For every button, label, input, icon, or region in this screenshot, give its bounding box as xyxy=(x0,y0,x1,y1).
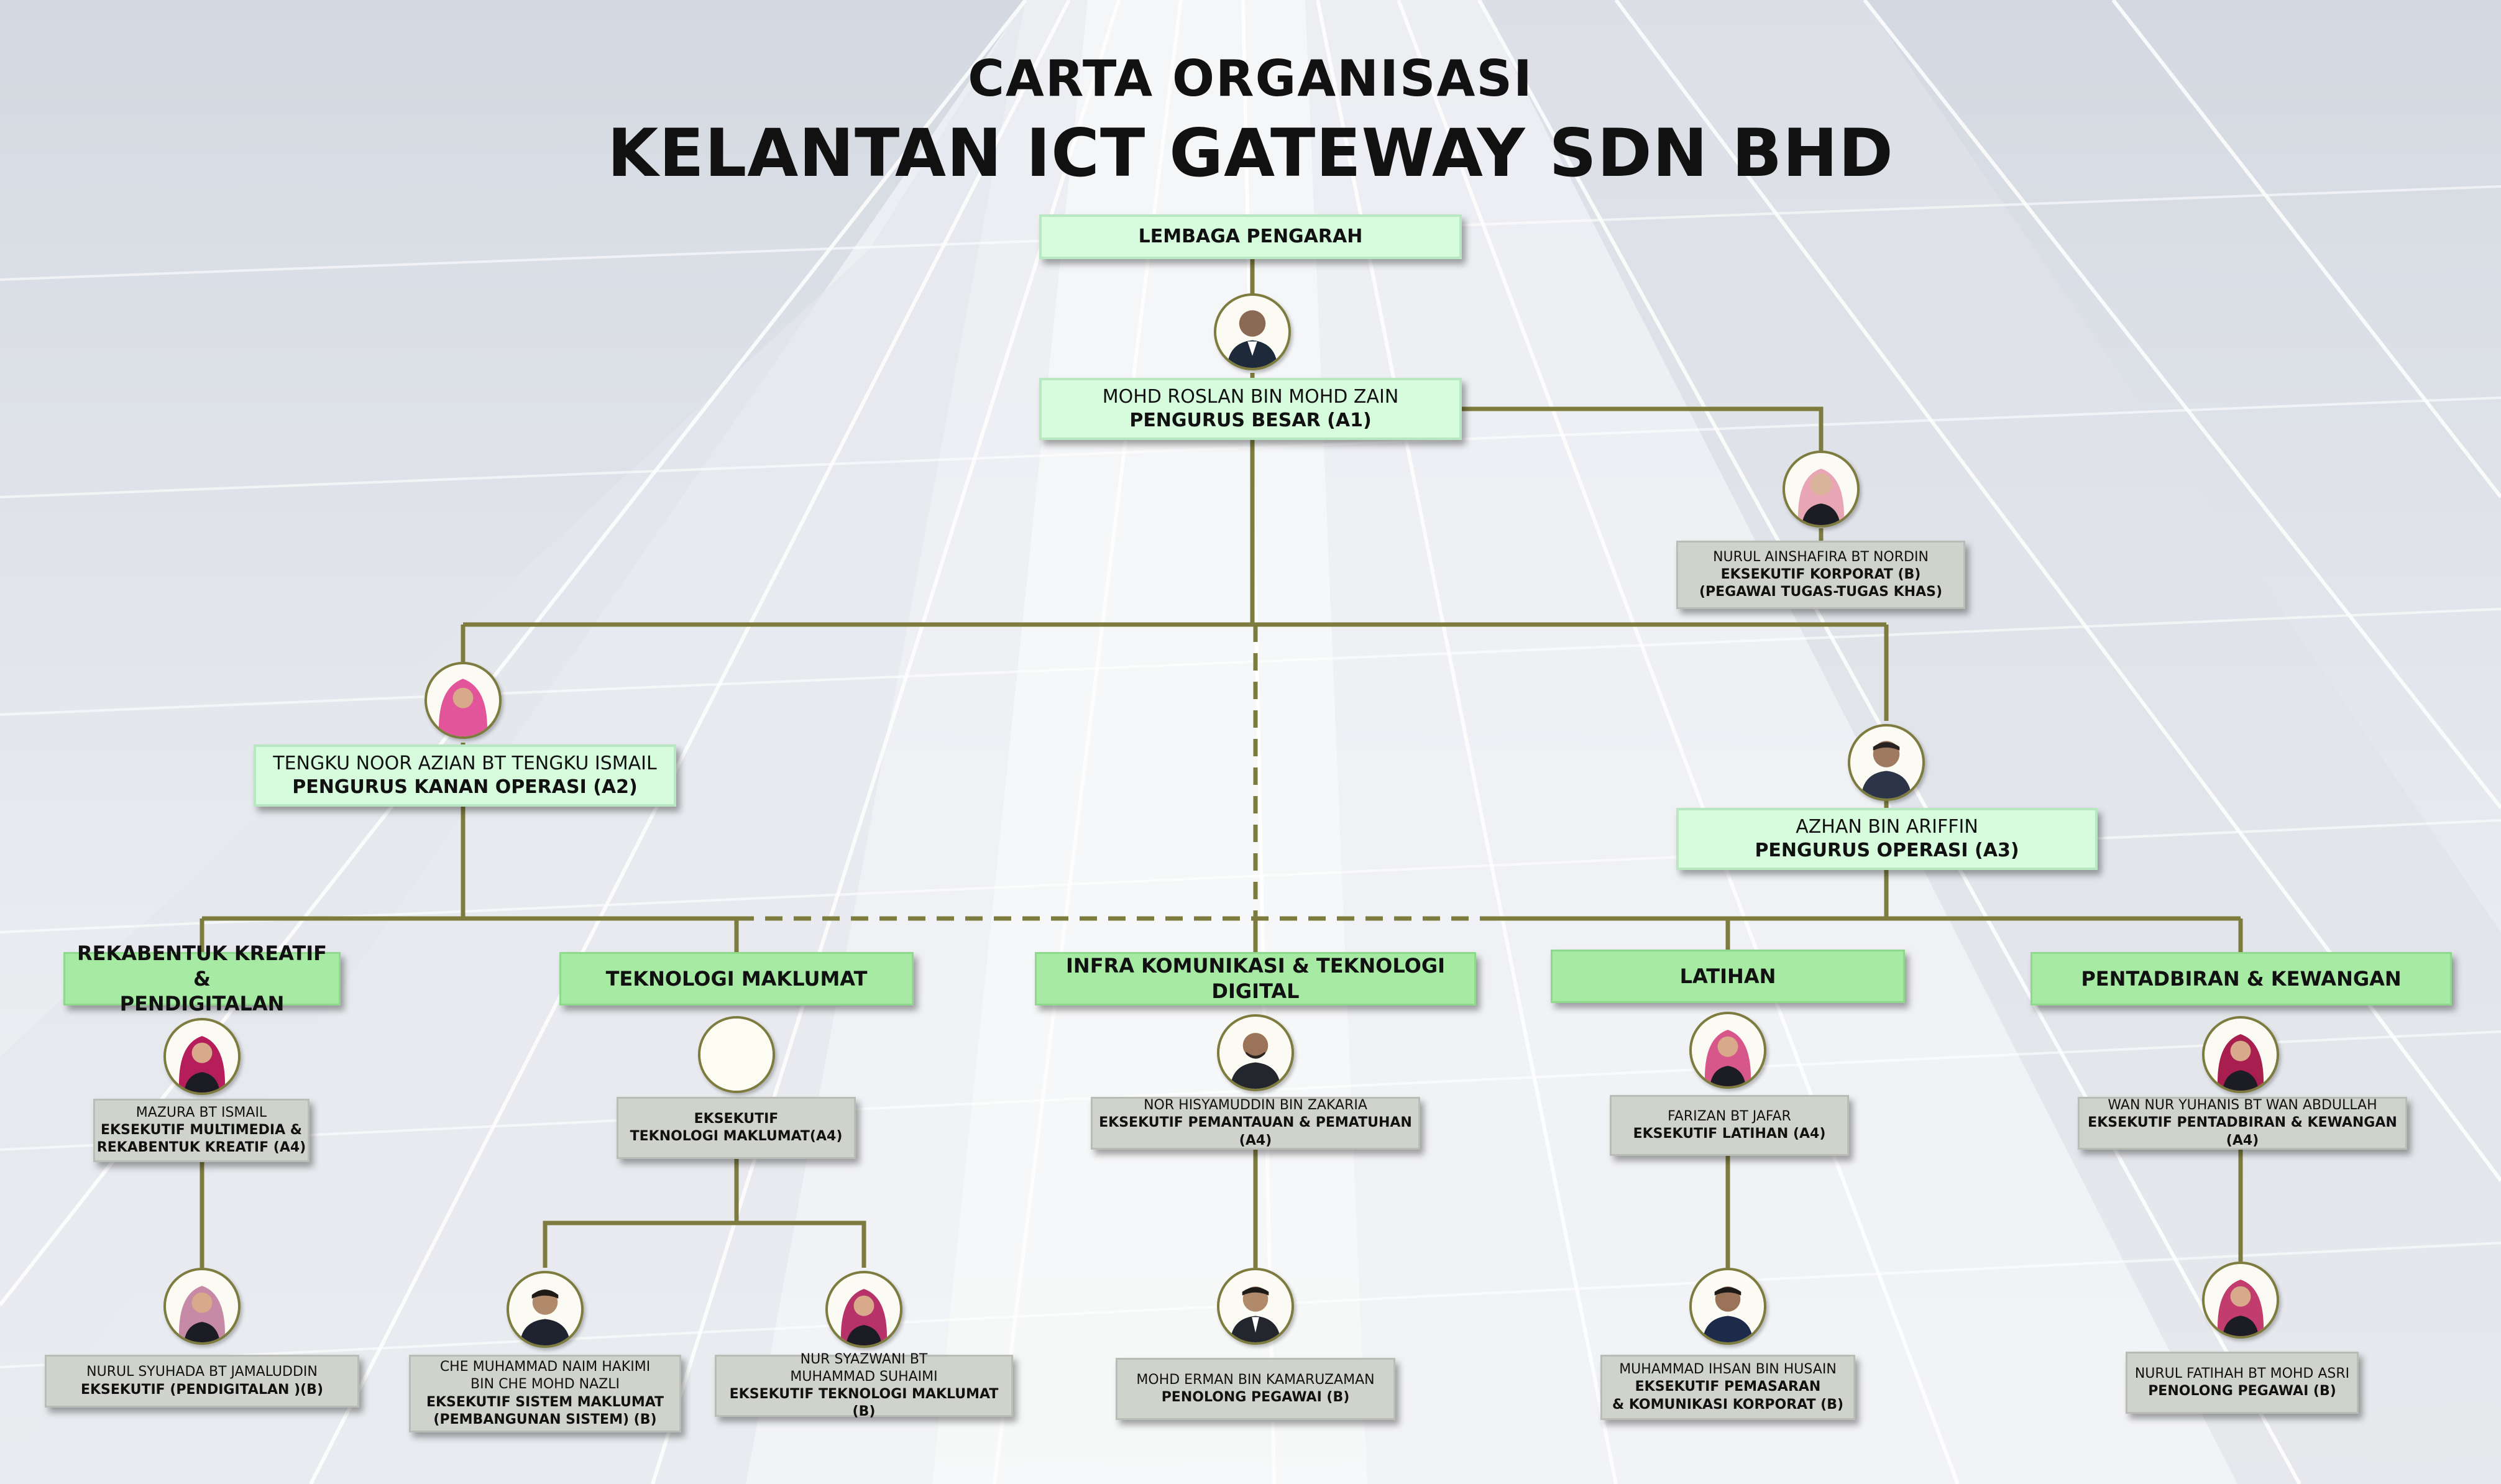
avatar-senior-operations-manager xyxy=(424,662,502,739)
staff-yuhanis-name: WAN NUR YUHANIS BT WAN ABDULLAH xyxy=(2108,1097,2377,1114)
staff-fatihah-name: NURUL FATIHAH BT MOHD ASRI xyxy=(2134,1365,2350,1381)
staff-naim-role-2: (PEMBANGUNAN SISTEM) (B) xyxy=(433,1411,657,1427)
special-officer-box: NURUL AINSHAFIRA BT NORDIN EKSEKUTIF KOR… xyxy=(1676,541,1965,609)
chart-title: CARTA ORGANISASI xyxy=(968,50,1533,108)
staff-ihsan-box: MUHAMMAD IHSAN BIN HUSAIN EKSEKUTIF PEMA… xyxy=(1600,1355,1855,1420)
general-manager-name: MOHD ROSLAN BIN MOHD ZAIN xyxy=(1102,385,1399,408)
staff-yuhanis-box: WAN NUR YUHANIS BT WAN ABDULLAH EKSEKUTI… xyxy=(2078,1097,2407,1150)
staff-naim-name: CHE MUHAMMAD NAIM HAKIMI xyxy=(439,1359,651,1375)
staff-mazura-box: MAZURA BT ISMAIL EKSEKUTIF MULTIMEDIA & … xyxy=(93,1099,310,1162)
avatar-syazwani xyxy=(825,1271,902,1348)
staff-syazwani-box: NUR SYAZWANI BT MUHAMMAD SUHAIMI EKSEKUT… xyxy=(715,1352,1013,1419)
staff-farizan-name: FARIZAN BT JAFAR xyxy=(1668,1108,1791,1124)
avatar-syuhada xyxy=(163,1268,241,1345)
staff-hisyamuddin-role: EKSEKUTIF PEMANTAUAN & PEMATUHAN (A4) xyxy=(1099,1115,1412,1148)
operations-manager-name: AZHAN BIN ARIFFIN xyxy=(1796,815,1978,838)
staff-mazura-role: EKSEKUTIF MULTIMEDIA & xyxy=(101,1122,302,1138)
avatar-operations-manager xyxy=(1848,724,1925,801)
avatar-special-officer xyxy=(1783,451,1860,528)
staff-yuhanis-role: EKSEKUTIF PENTADBIRAN & KEWANGAN (A4) xyxy=(2088,1115,2397,1148)
senior-operations-manager-box: TENGKU NOOR AZIAN BT TENGKU ISMAIL PENGU… xyxy=(254,744,676,807)
special-officer-role: EKSEKUTIF KORPORAT (B) xyxy=(1720,566,1921,582)
avatar-erman xyxy=(1217,1268,1294,1345)
operations-manager-box: AZHAN BIN ARIFFIN PENGURUS OPERASI (A3) xyxy=(1676,808,2098,870)
staff-it-executive-role: EKSEKUTIF xyxy=(694,1111,779,1127)
dept-rekabentuk-kreatif-line1: REKABENTUK KREATIF & xyxy=(76,941,327,991)
avatar-it-executive-vacant xyxy=(698,1016,775,1093)
staff-naim-name-2: BIN CHE MOHD NAZLI xyxy=(470,1376,620,1393)
staff-hisyamuddin-box: NOR HISYAMUDDIN BIN ZAKARIA EKSEKUTIF PE… xyxy=(1091,1097,1420,1150)
company-name: KELANTAN ICT GATEWAY SDN BHD xyxy=(607,115,1894,191)
staff-erman-name: MOHD ERMAN BIN KAMARUZAMAN xyxy=(1136,1372,1375,1388)
staff-mazura-name: MAZURA BT ISMAIL xyxy=(135,1104,267,1120)
staff-syuhada-box: NURUL SYUHADA BT JAMALUDDIN EKSEKUTIF (P… xyxy=(45,1355,359,1408)
staff-erman-role: PENOLONG PEGAWAI (B) xyxy=(1161,1390,1350,1405)
staff-syazwani-name-2: MUHAMMAD SUHAIMI xyxy=(790,1368,938,1385)
staff-farizan-role: EKSEKUTIF LATIHAN (A4) xyxy=(1633,1126,1826,1142)
dept-latihan-label: LATIHAN xyxy=(1679,964,1776,988)
staff-syuhada-role: EKSEKUTIF (PENDIGITALAN )(B) xyxy=(80,1381,324,1398)
staff-erman-box: MOHD ERMAN BIN KAMARUZAMAN PENOLONG PEGA… xyxy=(1116,1358,1395,1420)
dept-rekabentuk-kreatif-line2: PENDIGITALAN xyxy=(119,992,285,1016)
dept-pentadbiran-kewangan: PENTADBIRAN & KEWANGAN xyxy=(2031,952,2452,1005)
avatar-yuhanis xyxy=(2202,1016,2279,1093)
special-officer-role-note: (PEGAWAI TUGAS-TUGAS KHAS) xyxy=(1699,584,1942,600)
staff-syazwani-role: EKSEKUTIF TEKNOLOGI MAKLUMAT (B) xyxy=(729,1386,999,1420)
senior-operations-manager-name: TENGKU NOOR AZIAN BT TENGKU ISMAIL xyxy=(273,752,657,774)
avatar-naim xyxy=(507,1271,584,1348)
general-manager-role: PENGURUS BESAR (A1) xyxy=(1129,410,1372,431)
staff-farizan-box: FARIZAN BT JAFAR EKSEKUTIF LATIHAN (A4) xyxy=(1610,1095,1849,1156)
avatar-general-manager xyxy=(1214,293,1291,370)
special-officer-name: NURUL AINSHAFIRA BT NORDIN xyxy=(1713,549,1929,565)
operations-manager-role: PENGURUS OPERASI (A3) xyxy=(1755,840,2019,861)
avatar-mazura xyxy=(163,1018,241,1095)
staff-fatihah-box: NURUL FATIHAH BT MOHD ASRI PENOLONG PEGA… xyxy=(2126,1352,2359,1414)
staff-ihsan-role: EKSEKUTIF PEMASARAN xyxy=(1635,1379,1821,1395)
senior-operations-manager-role: PENGURUS KANAN OPERASI (A2) xyxy=(292,776,638,798)
dept-infra-komunikasi: INFRA KOMUNIKASI & TEKNOLOGI DIGITAL xyxy=(1035,952,1476,1005)
dept-latihan: LATIHAN xyxy=(1551,950,1905,1003)
avatar-farizan xyxy=(1689,1012,1766,1089)
dept-teknologi-maklumat-label: TEKNOLOGI MAKLUMAT xyxy=(605,966,868,991)
dept-pentadbiran-kewangan-label: PENTADBIRAN & KEWANGAN xyxy=(2081,966,2402,991)
staff-syuhada-name: NURUL SYUHADA BT JAMALUDDIN xyxy=(86,1364,318,1380)
dept-rekabentuk-kreatif: REKABENTUK KREATIF & PENDIGITALAN xyxy=(63,941,341,1015)
staff-ihsan-role-2: & KOMUNIKASI KORPORAT (B) xyxy=(1612,1396,1844,1413)
staff-syazwani-name: NUR SYAZWANI BT xyxy=(800,1351,928,1367)
board-label: LEMBAGA PENGARAH xyxy=(1138,225,1363,247)
staff-ihsan-name: MUHAMMAD IHSAN BIN HUSAIN xyxy=(1619,1362,1837,1378)
dept-teknologi-maklumat: TEKNOLOGI MAKLUMAT xyxy=(559,952,914,1005)
avatar-ihsan xyxy=(1689,1268,1766,1345)
staff-hisyamuddin-name: NOR HISYAMUDDIN BIN ZAKARIA xyxy=(1144,1097,1367,1114)
staff-naim-role: EKSEKUTIF SISTEM MAKLUMAT xyxy=(426,1394,664,1410)
staff-mazura-role-2: REKABENTUK KREATIF (A4) xyxy=(96,1140,306,1156)
staff-fatihah-role: PENOLONG PEGAWAI (B) xyxy=(2148,1383,2336,1399)
board-of-directors-box: LEMBAGA PENGARAH xyxy=(1039,214,1462,259)
staff-it-executive-box: EKSEKUTIF TEKNOLOGI MAKLUMAT(A4) xyxy=(617,1097,856,1159)
staff-it-executive-role-2: TEKNOLOGI MAKLUMAT(A4) xyxy=(630,1129,843,1144)
staff-naim-box: CHE MUHAMMAD NAIM HAKIMI BIN CHE MOHD NA… xyxy=(409,1355,681,1432)
avatar-fatihah xyxy=(2202,1262,2279,1339)
dept-infra-komunikasi-label: INFRA KOMUNIKASI & TEKNOLOGI DIGITAL xyxy=(1066,954,1445,1003)
general-manager-box: MOHD ROSLAN BIN MOHD ZAIN PENGURUS BESAR… xyxy=(1039,378,1462,440)
avatar-hisyamuddin xyxy=(1217,1014,1294,1091)
